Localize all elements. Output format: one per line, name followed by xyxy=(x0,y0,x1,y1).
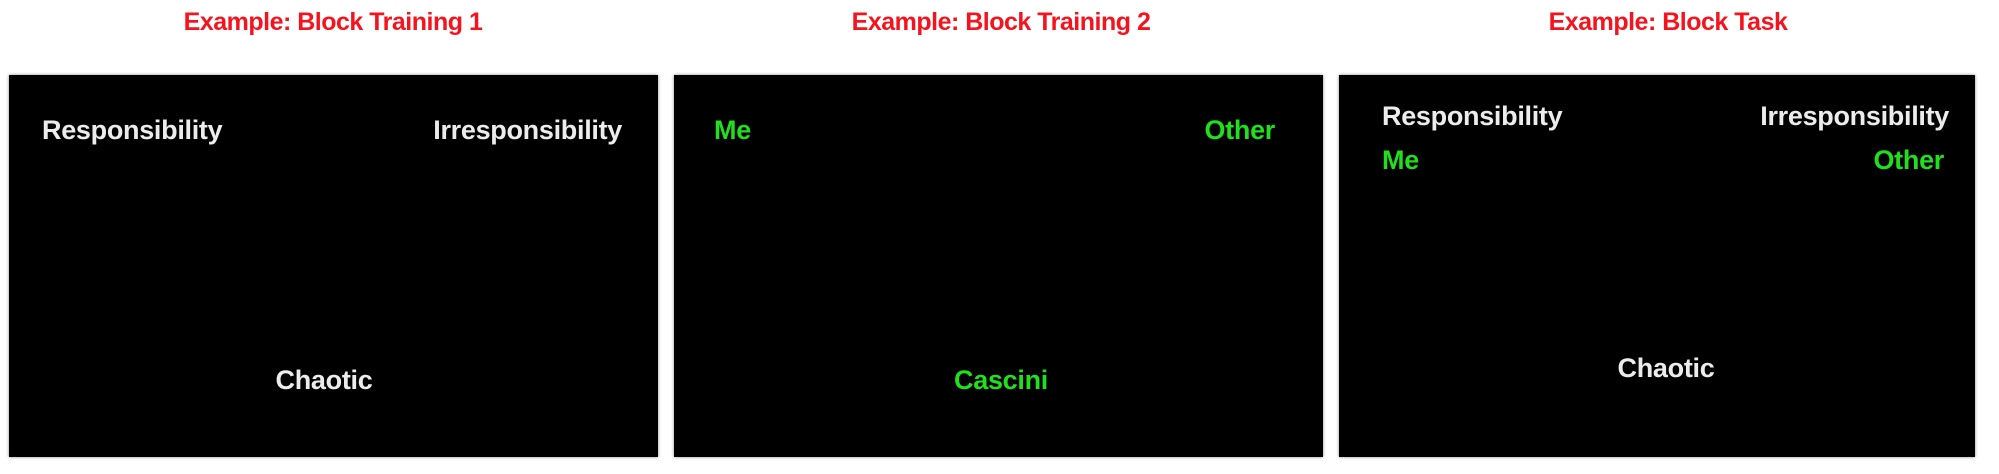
right-target-label: Other xyxy=(1873,145,1944,175)
left-target-label: Me xyxy=(1382,145,1419,175)
left-category-label: Me xyxy=(714,115,751,145)
panel-block-task: Responsibility Irresponsibility Me Other… xyxy=(1339,75,1975,457)
panel-3-title: Example: Block Task xyxy=(1548,8,1788,36)
left-category-label: Responsibility xyxy=(42,115,223,145)
panel-block-training-1: Responsibility Irresponsibility Chaotic xyxy=(9,75,658,457)
panel-block-training-2: Me Other Cascini xyxy=(674,75,1323,457)
panel-1-title: Example: Block Training 1 xyxy=(183,8,483,36)
left-category-label: Responsibility xyxy=(1382,101,1563,131)
right-category-label: Irresponsibility xyxy=(1760,101,1949,131)
stimulus-word: Chaotic xyxy=(1617,353,1715,383)
panel-2-title: Example: Block Training 2 xyxy=(851,8,1151,36)
right-category-label: Irresponsibility xyxy=(433,115,622,145)
right-category-label: Other xyxy=(1204,115,1275,145)
stimulus-word: Chaotic xyxy=(275,365,373,395)
stimulus-word: Cascini xyxy=(954,365,1048,395)
